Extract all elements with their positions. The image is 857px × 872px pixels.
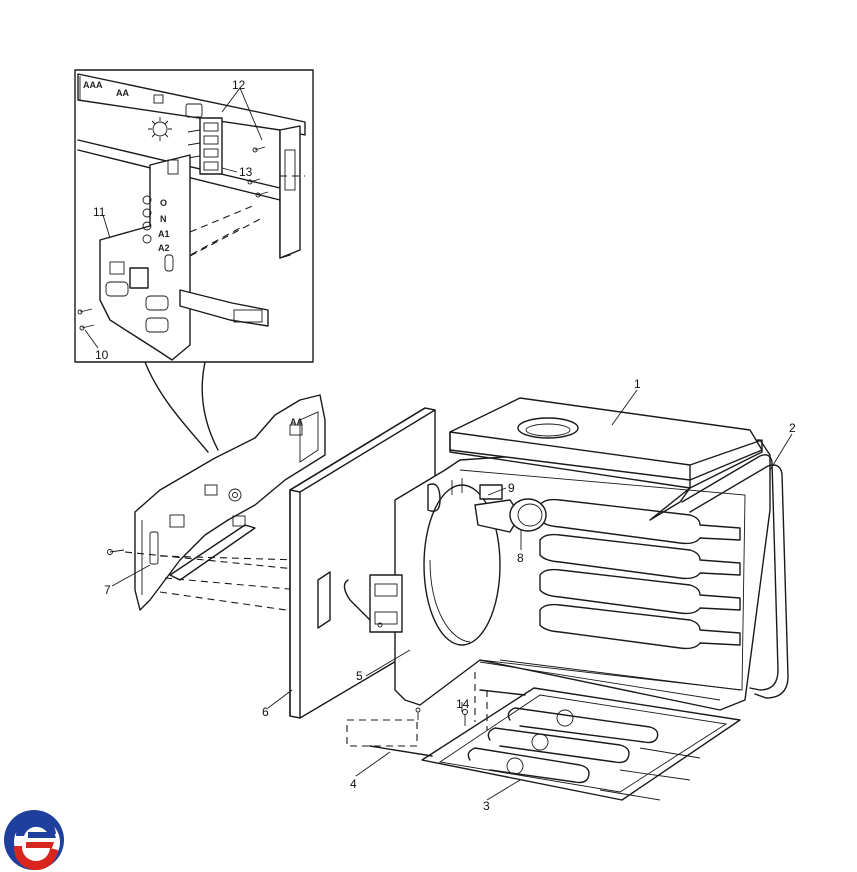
switch-plate: O N A1 A2 <box>99 154 191 361</box>
rear-panel: AA <box>107 394 326 611</box>
leader-lines <box>84 87 793 801</box>
callout-5: 5 <box>356 669 363 683</box>
callout-labels: 1 2 3 4 5 6 7 8 9 10 11 12 13 14 <box>93 78 796 813</box>
svg-text:AA: AA <box>116 88 129 98</box>
callout-10: 10 <box>95 348 109 362</box>
mark-o: O <box>160 198 167 208</box>
mark-a1: A1 <box>158 229 170 239</box>
brand-logo <box>4 810 64 871</box>
inset-detail: AAA AA <box>74 69 314 363</box>
callout-4: 4 <box>350 777 357 791</box>
callout-1: 1 <box>634 377 641 391</box>
svg-text:AAA: AAA <box>83 80 103 90</box>
screw-14-assembly <box>346 672 526 757</box>
callout-7: 7 <box>104 583 111 597</box>
callout-3: 3 <box>483 799 490 813</box>
mark-n: N <box>160 214 167 224</box>
callout-2: 2 <box>789 421 796 435</box>
svg-text:AA: AA <box>290 417 303 427</box>
heating-element-tray <box>421 687 741 801</box>
callout-8: 8 <box>517 551 524 565</box>
callout-11: 11 <box>93 205 106 219</box>
callout-6: 6 <box>262 705 269 719</box>
oven-lamp <box>427 478 547 533</box>
callout-14: 14 <box>456 697 470 711</box>
mark-a2: A2 <box>158 243 170 253</box>
callout-13: 13 <box>239 165 253 179</box>
callout-12: 12 <box>232 78 246 92</box>
callout-9: 9 <box>508 481 515 495</box>
terminal-block <box>187 117 223 175</box>
top-cover <box>449 397 763 521</box>
